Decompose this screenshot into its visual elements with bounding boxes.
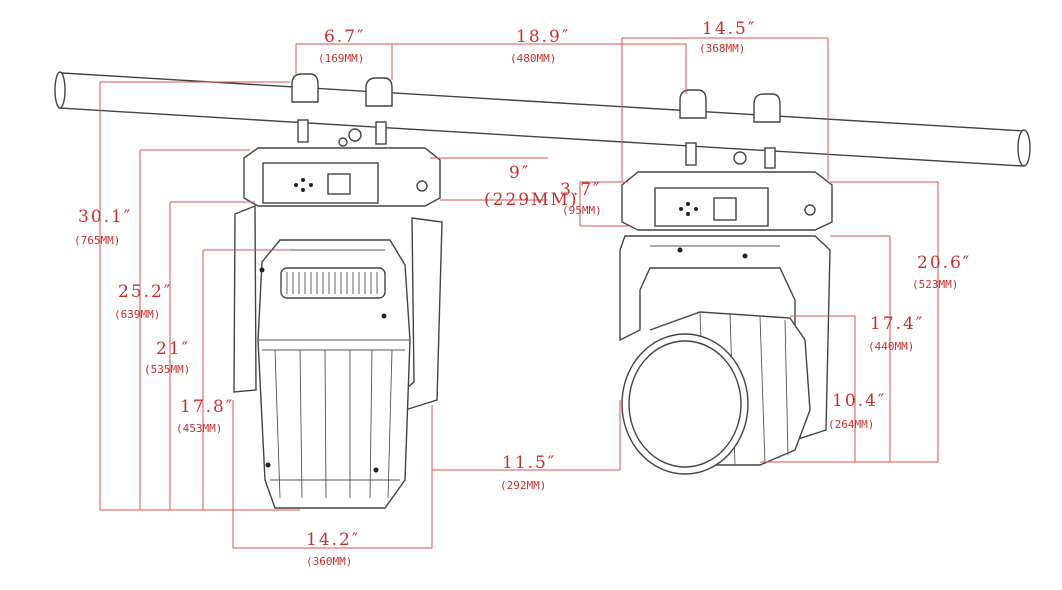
svg-text:17.8″: 17.8″ [180,397,234,417]
svg-text:30.1″: 30.1″ [78,207,132,227]
svg-text:20.6″: 20.6″ [917,253,971,273]
dim-total-height: 30.1″ (765MM) [74,207,132,247]
dim-front-width: 14.2″ (360MM) [306,530,360,568]
svg-text:11.5″: 11.5″ [502,453,556,473]
svg-text:(765MM): (765MM) [74,234,120,247]
svg-text:(169MM): (169MM) [318,52,364,65]
svg-text:25.2″: 25.2″ [118,282,172,302]
svg-text:21″: 21″ [156,339,190,359]
svg-text:(535MM): (535MM) [144,363,190,376]
fixture-side-view [619,89,833,475]
dim-base-height: 3.7″ (95MM) [560,180,602,217]
svg-text:(368MM): (368MM) [699,42,745,55]
dim-base-depth: 9″ (229MM) [484,163,579,210]
dim-head-height: 10.4″ (264MM) [828,391,886,431]
dim-height-21: 21″ (535MM) [144,339,190,376]
dimension-lines [99,37,939,549]
svg-text:14.2″: 14.2″ [306,530,360,550]
svg-text:6.7″: 6.7″ [324,27,365,47]
svg-text:(264MM): (264MM) [828,418,874,431]
svg-text:(453MM): (453MM) [176,422,222,435]
svg-text:(440MM): (440MM) [868,340,914,353]
dim-fixture-spacing: 18.9″ (480MM) [510,27,570,65]
svg-text:(480MM): (480MM) [510,52,556,65]
dimension-labels: 6.7″ (169MM) 18.9″ (480MM) 14.5″ (368MM)… [74,19,971,568]
svg-text:(523MM): (523MM) [912,278,958,291]
head-vents [280,267,386,299]
svg-text:(360MM): (360MM) [306,555,352,568]
svg-text:(639MM): (639MM) [114,308,160,321]
dim-side-height: 20.6″ (523MM) [912,253,971,291]
fixture-front-view [233,73,443,509]
svg-text:(229MM): (229MM) [484,190,579,210]
svg-text:18.9″: 18.9″ [516,27,570,47]
dim-yoke-height: 17.4″ (440MM) [868,314,924,353]
svg-text:14.5″: 14.5″ [702,19,756,39]
svg-text:(95MM): (95MM) [562,204,602,217]
svg-text:17.4″: 17.4″ [870,314,924,334]
dim-clamp-spacing: 6.7″ (169MM) [318,27,365,65]
dim-base-width: 14.5″ (368MM) [699,19,756,55]
svg-text:(292MM): (292MM) [500,479,546,492]
dim-tilt-clearance: 11.5″ (292MM) [500,453,556,492]
svg-text:10.4″: 10.4″ [832,391,886,411]
dim-height-17-8: 17.8″ (453MM) [176,397,234,435]
svg-text:9″: 9″ [509,163,530,183]
truss-pipe [54,71,1031,167]
dim-height-25: 25.2″ (639MM) [114,282,172,321]
svg-text:3.7″: 3.7″ [560,180,601,200]
